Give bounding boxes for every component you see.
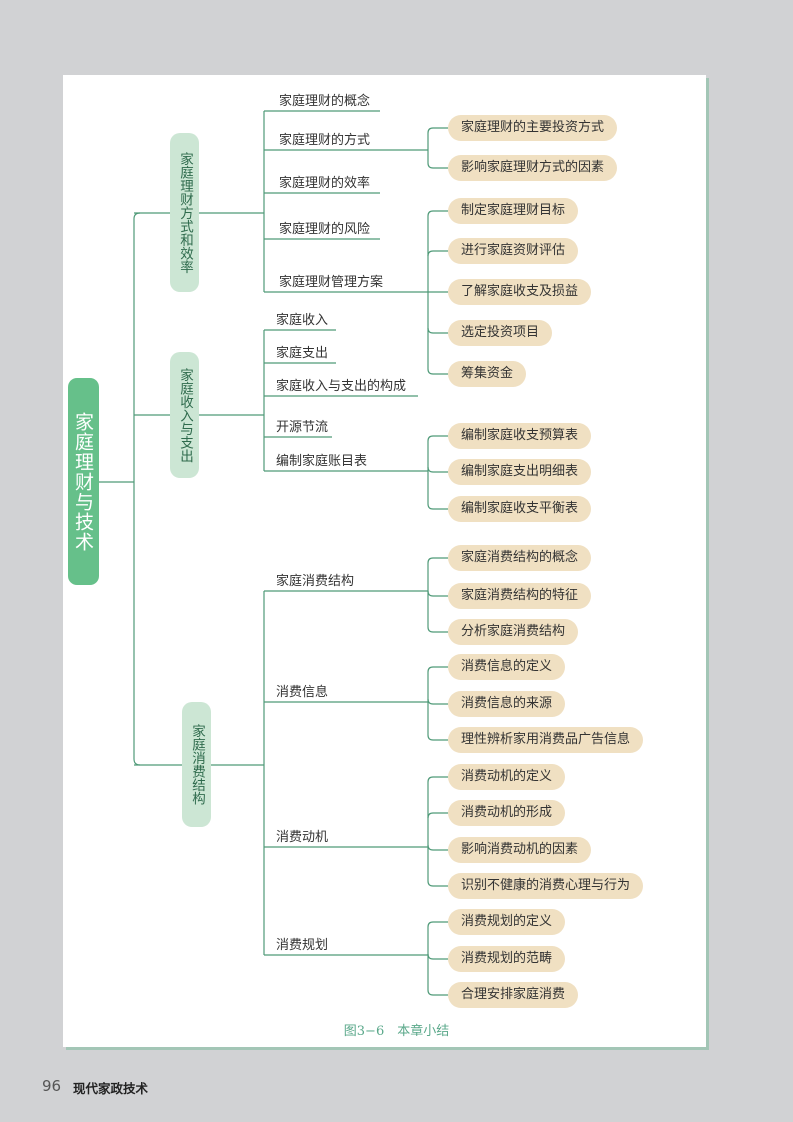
leaf-connector <box>427 626 448 633</box>
leaf-node: 合理安排家庭消费 <box>448 982 579 1008</box>
topic-label: 家庭理财的风险 <box>279 222 371 237</box>
leaf-node: 消费信息的定义 <box>448 654 566 680</box>
leaf-connector <box>427 210 448 217</box>
topic-label: 家庭理财的效率 <box>279 176 371 191</box>
leaf-node: 消费规划的范畴 <box>448 946 566 972</box>
leaf-connector <box>427 503 448 510</box>
topic-label: 家庭支出 <box>276 346 329 361</box>
leaf-connector <box>427 162 448 169</box>
branch-node: 家庭收入与支出 <box>170 352 199 478</box>
leaf-connector <box>427 921 448 928</box>
topic-label: 编制家庭账目表 <box>276 454 368 469</box>
leaf-node: 进行家庭资财评估 <box>448 238 579 264</box>
leaf-node: 家庭消费结构的概念 <box>448 545 592 571</box>
topic-label: 家庭理财的概念 <box>279 94 371 109</box>
leaf-connector <box>427 880 448 887</box>
leaf-node: 消费信息的来源 <box>448 691 566 717</box>
leaf-node: 消费动机的定义 <box>448 764 566 790</box>
leaf-node: 编制家庭收支预算表 <box>448 423 592 449</box>
topic-label: 家庭理财的方式 <box>279 133 371 148</box>
topic-label: 家庭收入 <box>276 313 329 328</box>
leaf-node: 消费动机的形成 <box>448 800 566 826</box>
leaf-connector <box>427 368 448 375</box>
leaf-node: 编制家庭支出明细表 <box>448 459 592 485</box>
trunk-connector <box>133 212 141 766</box>
leaf-connector <box>427 989 448 996</box>
topic-label: 消费动机 <box>276 830 329 845</box>
topic-label: 家庭理财管理方案 <box>279 275 384 290</box>
figure-caption: 图3−6 本章小结 <box>343 1024 450 1039</box>
leaf-connector <box>427 435 448 442</box>
leaf-connector <box>427 557 448 564</box>
leaf-connector <box>427 466 448 473</box>
leaf-node: 家庭消费结构的特征 <box>448 583 592 609</box>
leaf-connector <box>427 953 448 960</box>
leaf-node: 消费规划的定义 <box>448 909 566 935</box>
leaf-node: 理性辨析家用消费品广告信息 <box>448 727 644 753</box>
leaf-node: 编制家庭收支平衡表 <box>448 496 592 522</box>
leaf-connector <box>427 590 448 597</box>
leaf-node: 分析家庭消费结构 <box>448 619 579 645</box>
leaf-connector <box>427 776 448 783</box>
branch-node: 家庭理财方式和效率 <box>170 133 199 292</box>
leaf-connector <box>427 250 448 257</box>
leaf-node: 制定家庭理财目标 <box>448 198 579 224</box>
leaf-connector <box>427 698 448 705</box>
leaf-node: 家庭理财的主要投资方式 <box>448 115 618 141</box>
branch-node: 家庭消费结构 <box>182 702 211 827</box>
leaf-node: 筹集资金 <box>448 361 527 387</box>
topic-label: 消费规划 <box>276 938 329 953</box>
topic-label: 消费信息 <box>276 685 329 700</box>
page-number: 96 <box>42 1077 62 1095</box>
book-title: 现代家政技术 <box>73 1081 149 1096</box>
topic-label: 家庭收入与支出的构成 <box>276 379 407 394</box>
leaf-node: 影响家庭理财方式的因素 <box>448 155 618 181</box>
mind-map-root: 家庭理财与技术 <box>68 378 99 585</box>
leaf-node: 了解家庭收支及损益 <box>448 279 592 305</box>
leaf-connector <box>427 734 448 741</box>
leaf-node: 影响消费动机的因素 <box>448 837 592 863</box>
leaf-node: 识别不健康的消费心理与行为 <box>448 873 644 899</box>
leaf-connector <box>427 127 448 134</box>
leaf-connector <box>427 812 448 819</box>
leaf-connector <box>427 327 448 334</box>
leaf-connector <box>427 844 448 851</box>
topic-label: 家庭消费结构 <box>276 574 355 589</box>
topic-label: 开源节流 <box>276 420 329 435</box>
leaf-connector <box>427 666 448 673</box>
leaf-node: 选定投资项目 <box>448 320 553 346</box>
